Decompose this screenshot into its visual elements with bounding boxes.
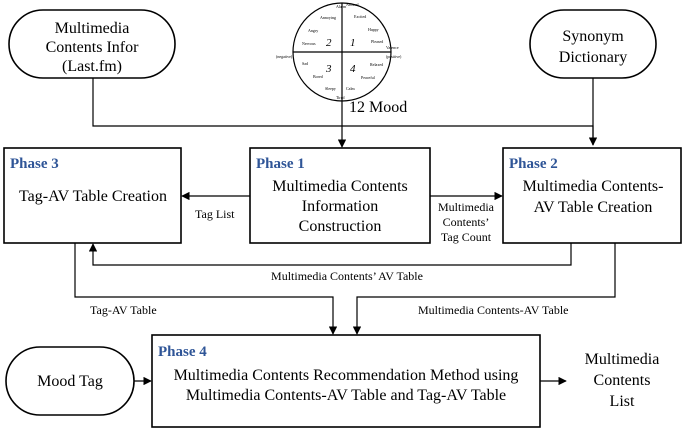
phase1-title: Phase 1 xyxy=(256,156,305,172)
output-line-3: List xyxy=(610,393,635,410)
multimedia-info-line-3: (Last.fm) xyxy=(62,58,122,75)
axis-valence-sub-label: (positive) xyxy=(386,54,402,59)
mood-nervous: Nervous xyxy=(302,41,316,46)
phase4-title: Phase 4 xyxy=(158,344,207,360)
tag-count-line-3: Tag Count xyxy=(441,230,492,244)
mood-bored: Bored xyxy=(313,74,323,79)
mood-alarm: Alarm xyxy=(336,4,347,9)
phase1-line-1: Multimedia Contents xyxy=(272,178,408,195)
quadrant-4: 4 xyxy=(350,63,356,75)
mood-pleased: Pleased xyxy=(371,39,383,44)
mood-angry: Angry xyxy=(308,28,318,33)
mood-sleepy: Sleepy xyxy=(325,86,336,91)
phase1-line-3: Construction xyxy=(299,218,382,235)
mc-av-table-label: Multimedia Contents-AV Table xyxy=(418,303,569,317)
multimedia-info-line-1: Multimedia xyxy=(55,20,130,37)
quadrant-3: 3 xyxy=(325,63,332,75)
phase2-line-2: AV Table Creation xyxy=(534,199,653,216)
tag-count-line-1: Multimedia xyxy=(438,200,495,214)
phase3-title: Phase 3 xyxy=(10,156,59,172)
synonym-dictionary-line-1: Synonym xyxy=(562,28,624,45)
phase4-line-2: Multimedia Contents-AV Table and Tag-AV … xyxy=(186,387,506,404)
phase3-line-1: Tag-AV Table Creation xyxy=(19,188,167,205)
axis-arousal-label: Arousal xyxy=(346,2,360,7)
mood-model-label: 12 Mood xyxy=(349,99,407,116)
tag-av-table-label: Tag-AV Table xyxy=(90,303,157,317)
av-table-label: Multimedia Contents’ AV Table xyxy=(271,269,423,283)
phase3-box: Phase 3 Tag-AV Table Creation xyxy=(3,147,182,244)
mood-calm: Calm xyxy=(346,86,356,91)
mood-tag-node: Mood Tag xyxy=(5,346,135,416)
tag-count-line-2: Contents’ xyxy=(443,215,490,229)
edge-phase2-to-phase3 xyxy=(88,243,572,266)
mood-tired: Tired xyxy=(336,95,345,100)
mood-tag-label: Mood Tag xyxy=(37,373,103,390)
output-list: Multimedia Contents List xyxy=(585,351,660,410)
axis-left-sub-label: (negative) xyxy=(276,54,293,59)
phase4-box: Phase 4 Multimedia Contents Recommendati… xyxy=(151,334,541,428)
output-line-1: Multimedia xyxy=(585,351,660,368)
mood-sad: Sad xyxy=(302,61,308,66)
phase2-title: Phase 2 xyxy=(509,156,558,172)
mood-happy: Happy xyxy=(368,27,379,32)
phase1-line-2: Information xyxy=(302,198,378,215)
phase2-line-1: Multimedia Contents- xyxy=(523,178,664,195)
output-line-2: Contents xyxy=(594,372,651,389)
phase4-line-1: Multimedia Contents Recommendation Metho… xyxy=(174,367,519,384)
mood-annoying: Annoying xyxy=(320,15,336,20)
tag-list-label: Tag List xyxy=(195,207,235,221)
multimedia-info-node: Multimedia Contents Infor (Last.fm) xyxy=(8,9,176,79)
phase1-box: Phase 1 Multimedia Contents Information … xyxy=(249,147,431,244)
quadrant-2: 2 xyxy=(326,37,332,49)
mood-relaxed: Relaxed xyxy=(370,62,383,67)
axis-valence-label: Valence xyxy=(386,45,399,50)
phase2-box: Phase 2 Multimedia Contents- AV Table Cr… xyxy=(502,147,682,244)
mood-excited: Excited xyxy=(354,14,366,19)
multimedia-info-line-2: Contents Infor xyxy=(46,39,140,56)
mood-peaceful: Peaceful xyxy=(361,75,376,80)
quadrant-1: 1 xyxy=(350,37,356,49)
mood-circumplex: Arousal Valence (positive) (negative) 1 … xyxy=(276,2,407,116)
edge-phase3-to-phase4 xyxy=(74,243,338,335)
edge-phase2-to-phase4 xyxy=(352,243,616,335)
synonym-dictionary-node: Synonym Dictionary xyxy=(529,9,657,79)
synonym-dictionary-line-2: Dictionary xyxy=(559,49,627,66)
